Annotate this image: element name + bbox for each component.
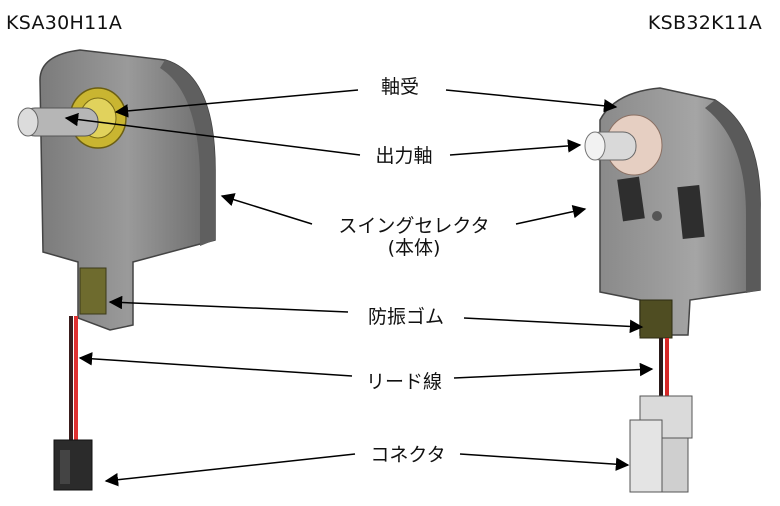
arrow-bearing-right bbox=[445, 89, 618, 113]
left-connector bbox=[53, 439, 93, 491]
label-body: スイングセレクタ (本体) bbox=[335, 215, 493, 260]
label-rubber: 防振ゴム bbox=[364, 306, 448, 329]
left-rubber bbox=[79, 267, 107, 315]
label-body-line2: (本体) bbox=[387, 237, 441, 259]
arrow-shaft-left bbox=[64, 112, 361, 156]
arrow-shaft-right bbox=[449, 139, 582, 156]
arrow-bearing-left bbox=[114, 89, 359, 118]
callout-arrows bbox=[64, 89, 654, 487]
model-left-title: KSA30H11A bbox=[6, 12, 123, 34]
label-lead: リード線 bbox=[362, 371, 446, 394]
right-rubber bbox=[639, 299, 673, 339]
arrow-connector-right bbox=[459, 453, 630, 471]
right-window-1 bbox=[617, 176, 645, 222]
model-right-title: KSB32K11A bbox=[647, 12, 762, 34]
right-body-side bbox=[705, 100, 761, 293]
left-body-side bbox=[160, 60, 215, 246]
arrow-rubber-left bbox=[108, 295, 349, 313]
label-bearing: 軸受 bbox=[377, 76, 423, 99]
right-connector-latch bbox=[629, 419, 663, 493]
arrow-body-right bbox=[515, 204, 587, 225]
label-body-line1: スイングセレクタ bbox=[338, 215, 490, 238]
arrow-connector-left bbox=[104, 453, 356, 487]
arrow-lead-left bbox=[78, 352, 353, 377]
left-device bbox=[17, 49, 216, 491]
label-output-shaft: 出力軸 bbox=[372, 145, 436, 168]
label-connector: コネクタ bbox=[367, 444, 449, 467]
arrow-rubber-right bbox=[463, 317, 644, 334]
right-window-2 bbox=[677, 184, 705, 240]
arrow-lead-right bbox=[453, 362, 654, 379]
right-device bbox=[584, 87, 761, 493]
arrow-body-left bbox=[220, 193, 313, 225]
